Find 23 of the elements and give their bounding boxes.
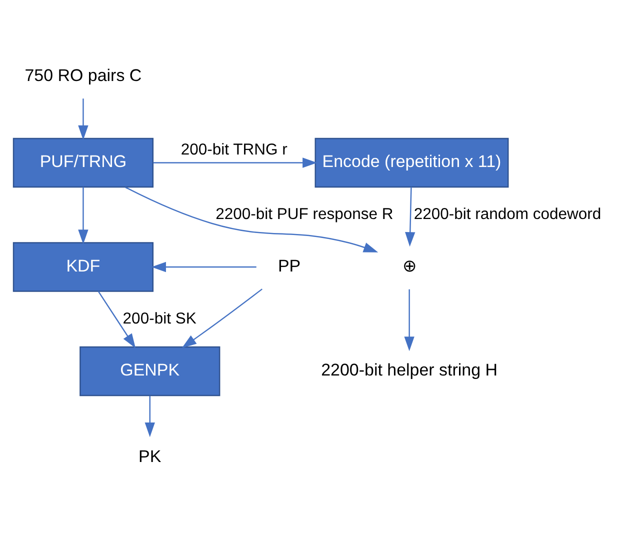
- node-box: Encode (repetition x 11): [314, 137, 509, 188]
- arrow: [98, 290, 136, 348]
- arrow: [405, 186, 416, 246]
- arrow: [151, 261, 256, 272]
- node-text: PK: [138, 446, 162, 466]
- arrow: [125, 186, 378, 252]
- edge-label: 2200-bit PUF response R: [216, 205, 394, 222]
- node-box: PUF/TRNG: [12, 137, 154, 188]
- node-text: ⊕: [402, 256, 416, 275]
- arrow: [404, 288, 414, 351]
- node-box: GENPK: [80, 346, 220, 396]
- arrow: [153, 157, 318, 168]
- node-text: 2200-bit helper string H: [321, 360, 498, 380]
- arrow: [182, 288, 262, 348]
- arrow: [78, 98, 88, 140]
- node-text: PP: [278, 256, 301, 275]
- node-box: KDF: [12, 242, 154, 292]
- edge-label: 200-bit SK: [122, 310, 196, 327]
- edge-label: 2200-bit random codeword: [414, 205, 602, 222]
- edge-label: 200-bit TRNG r: [180, 141, 288, 158]
- arrow: [78, 186, 88, 244]
- node-text: 750 RO pairs C: [24, 66, 142, 85]
- arrow: [144, 395, 155, 437]
